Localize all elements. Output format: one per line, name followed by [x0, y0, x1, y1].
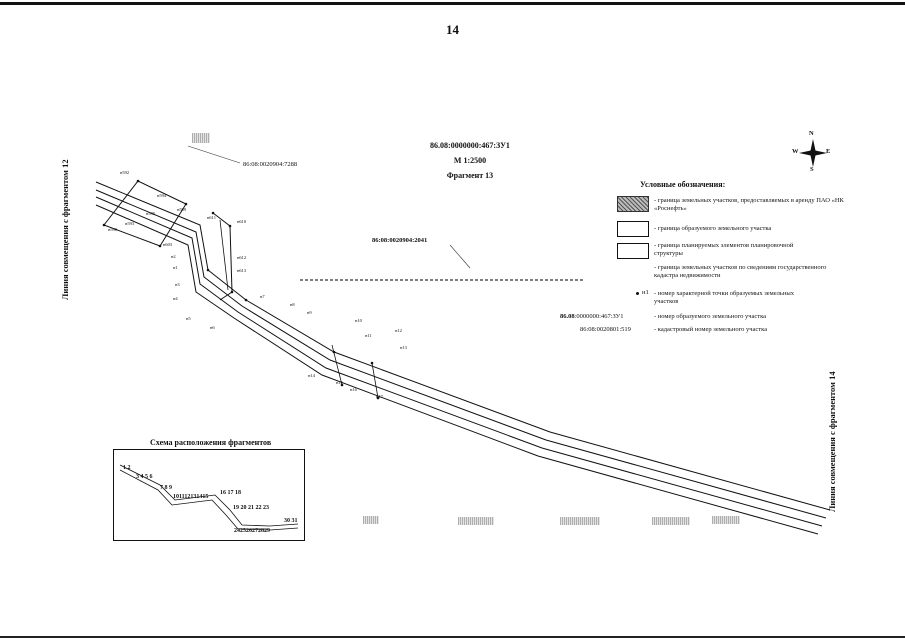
scheme-label: 19 20 21 22 23 [233, 505, 269, 511]
cross-segment-2 [371, 362, 379, 399]
point-label: н2 [171, 254, 176, 259]
hatch-area [560, 517, 600, 525]
point-label: н9 [307, 310, 312, 315]
scheme-route [119, 464, 299, 531]
hatch-area [712, 516, 740, 524]
legend-cad-plain-sample: 86:08:0020801:519 [580, 326, 631, 333]
point-label: н15 [336, 380, 343, 385]
legend-swatch-lease [617, 196, 649, 212]
point-label: н4 [173, 296, 178, 301]
scheme-title: Схема расположения фрагментов [150, 438, 272, 447]
scale-label: М 1:2500 [453, 156, 487, 165]
point-label: н7 [260, 294, 265, 299]
top-border [0, 2, 905, 5]
compass-w: W [792, 148, 799, 155]
point-label: н613 [237, 268, 247, 273]
legend-item-new-parcel: - номер образуемого земельного участка [654, 313, 767, 320]
hatch-area [363, 516, 379, 524]
leader-mid [449, 244, 471, 269]
point-label: н1 [173, 265, 178, 270]
parcel-label-top: 86:08:0020904:7288 [243, 161, 298, 168]
point-label: н611 [207, 215, 216, 220]
branch-inner [219, 219, 229, 291]
compass-n: N [809, 130, 814, 137]
point-label: н16 [350, 387, 357, 392]
point-label: н612 [237, 255, 247, 260]
point-label: н599 [177, 207, 187, 212]
point-label: н17 [376, 394, 383, 399]
fragment-label: Фрагмент 13 [446, 171, 494, 180]
point-label: н12 [395, 328, 402, 333]
compass-e: E [826, 148, 831, 155]
cadastral-title: 86.08:0000000:467:ЗУ1 [430, 141, 510, 150]
point-label: н3 [175, 282, 180, 287]
legend-title: Условные обозначения: [640, 180, 726, 189]
legend-item-planning: - граница планируемых элементов планиров… [654, 242, 794, 257]
point-label: н594 [157, 193, 167, 198]
point-label: н14 [308, 373, 315, 378]
legend-item-parcel: - граница образуемого земельного участка [654, 225, 772, 232]
point-label: н595 [146, 211, 156, 216]
point-label: н8 [290, 302, 295, 307]
point-label: н610 [237, 219, 247, 224]
point-label: н13 [400, 345, 407, 350]
point-label: н590 [108, 227, 118, 232]
corridor-line-inner-bottom [95, 196, 823, 527]
parcel-label-mid: 86:08:0020904:2041 [372, 237, 428, 244]
point-label: н5 [186, 316, 191, 321]
legend-swatch-parcel [617, 221, 649, 237]
branch-boundary [212, 212, 233, 301]
corridor-line-outer-bottom [95, 204, 819, 535]
point-label: н6 [210, 325, 215, 330]
page-number: 14 [446, 22, 459, 37]
legend-point-sample: н1 [642, 289, 649, 296]
point-label: н593 [125, 221, 135, 226]
scheme-label: 3 4 5 6 [136, 474, 153, 480]
corridor-line-inner-top [95, 189, 827, 519]
legend-item-point: - номер характерной точки образуемых зем… [654, 290, 794, 305]
scheme-label: 16 17 18 [220, 490, 241, 496]
scheme-frame [113, 449, 305, 541]
legend-point-dot [636, 292, 639, 295]
compass-s: S [810, 166, 814, 173]
legend-swatch-planning [617, 243, 649, 259]
legend-cad-sample: 86.08:0000000:467:ЗУ1 [560, 313, 624, 320]
legend-item-cadastral-boundary: - граница земельных участков по сведения… [654, 264, 827, 279]
compass-rose-icon [793, 133, 833, 173]
scheme-label: 7 8 9 [160, 485, 172, 491]
point-label: н592 [120, 170, 130, 175]
point-label: н10 [355, 318, 362, 323]
hatch-area [458, 517, 494, 525]
legend-item-lease: - граница земельных участков, предоставл… [654, 197, 844, 212]
leader-top [187, 145, 241, 164]
point-label: н11 [365, 333, 372, 338]
bottom-border [0, 636, 905, 638]
legend-item-cadastral-number: - кадастровый номер земельного участка [654, 326, 768, 333]
scheme-label: 101112131415 [173, 494, 209, 500]
hatch-area [192, 133, 210, 143]
scheme-label: 1 2 [123, 465, 131, 471]
scheme-label: 30 31 [284, 518, 298, 524]
scheme-label: 242526272829 [234, 528, 270, 534]
hatch-area [652, 517, 690, 525]
point-label: н603 [163, 242, 173, 247]
